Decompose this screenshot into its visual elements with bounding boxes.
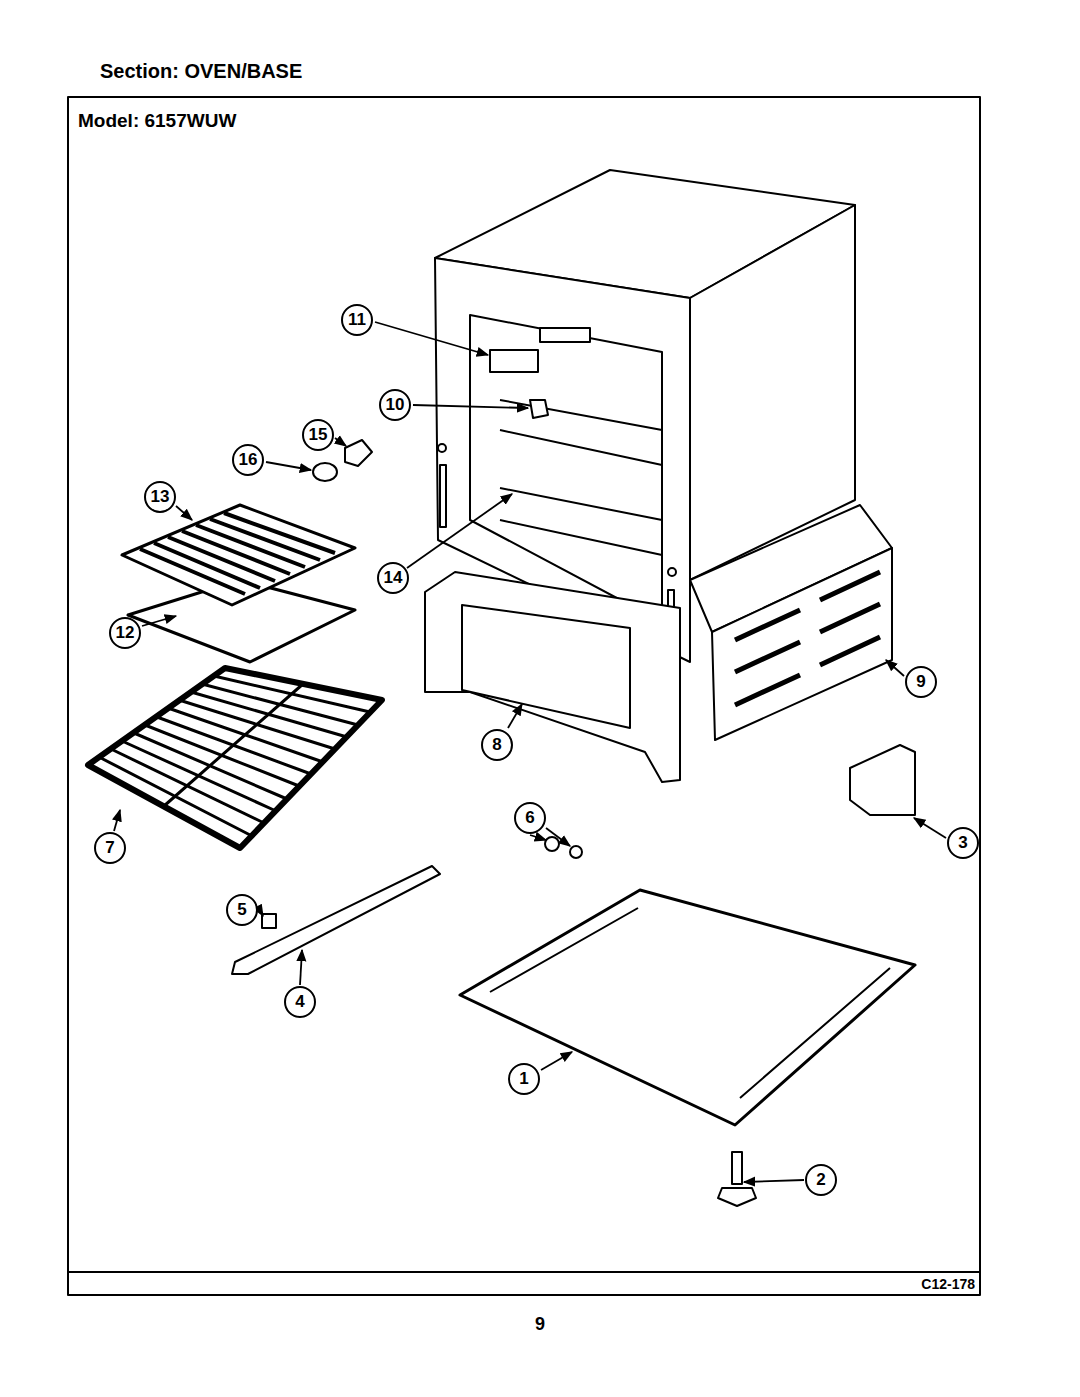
leg-nut <box>718 1188 756 1206</box>
callout-number: 7 <box>94 832 126 864</box>
vent-slot <box>540 328 590 342</box>
leader-line <box>142 616 176 626</box>
panel-louvers <box>735 572 880 705</box>
callout-number: 14 <box>377 562 409 594</box>
leader-line <box>530 835 546 840</box>
callout-number: 11 <box>341 304 373 336</box>
part-1-bottom <box>460 890 915 1125</box>
callout-number: 9 <box>905 666 937 698</box>
callout-number: 1 <box>508 1063 540 1095</box>
frame-divider <box>68 1271 980 1273</box>
grid-ridges <box>140 513 335 594</box>
part-7-oven-rack <box>88 668 382 848</box>
callout-number: 8 <box>481 729 513 761</box>
section-title: Section: OVEN/BASE <box>100 60 302 83</box>
leader-line <box>266 462 311 470</box>
leader-line <box>413 405 528 408</box>
part-8-front-panel <box>425 572 680 782</box>
callout-number: 15 <box>302 419 334 451</box>
leader-line <box>744 1180 804 1182</box>
part-5-clip <box>262 914 276 928</box>
part-9-side-panel <box>712 548 892 740</box>
leader-line <box>375 322 488 355</box>
panel-window <box>462 605 630 728</box>
leader-line <box>508 704 522 728</box>
leader-line <box>114 810 120 831</box>
part-16-bulb <box>313 463 337 481</box>
callout-number: 3 <box>947 827 979 859</box>
part-2-leg-bolt <box>732 1152 742 1184</box>
figure-code: C12-178 <box>921 1276 975 1292</box>
callout-number: 6 <box>514 802 546 834</box>
rack-bars <box>99 676 370 836</box>
parts <box>68 97 980 1295</box>
part-4-bracket <box>232 866 440 974</box>
plate-edges <box>490 908 890 1098</box>
callout-number: 10 <box>379 389 411 421</box>
frame-slot <box>440 465 446 527</box>
part-15-socket <box>345 440 372 466</box>
leader-lines <box>114 322 946 1182</box>
callout-number: 16 <box>232 444 264 476</box>
leader-line <box>259 909 263 916</box>
model-label: Model: 6157WUW <box>78 110 236 132</box>
screw-hole <box>668 568 676 576</box>
part-10 <box>530 400 548 418</box>
page-frame <box>68 97 980 1295</box>
leader-line <box>407 494 512 568</box>
part-6-washer <box>570 846 582 858</box>
leader-line <box>914 818 946 838</box>
leader-line <box>335 438 346 446</box>
callout-number: 4 <box>284 986 316 1018</box>
part-11 <box>490 350 538 372</box>
leader-line <box>300 950 302 985</box>
leader-line <box>541 1052 572 1070</box>
leader-line <box>546 828 570 846</box>
leader-line <box>176 506 192 520</box>
screw-hole <box>438 444 446 452</box>
part-13-broiler-grid <box>122 505 355 605</box>
leader-line <box>886 660 904 676</box>
callout-number: 12 <box>109 617 141 649</box>
page-number: 9 <box>535 1314 545 1335</box>
callout-number: 2 <box>805 1164 837 1196</box>
part-6-screw <box>545 837 559 851</box>
part-3-bracket <box>850 745 915 815</box>
callout-number: 13 <box>144 481 176 513</box>
oven-opening <box>470 315 662 622</box>
rack-guides <box>500 400 662 555</box>
callout-number: 5 <box>226 894 258 926</box>
